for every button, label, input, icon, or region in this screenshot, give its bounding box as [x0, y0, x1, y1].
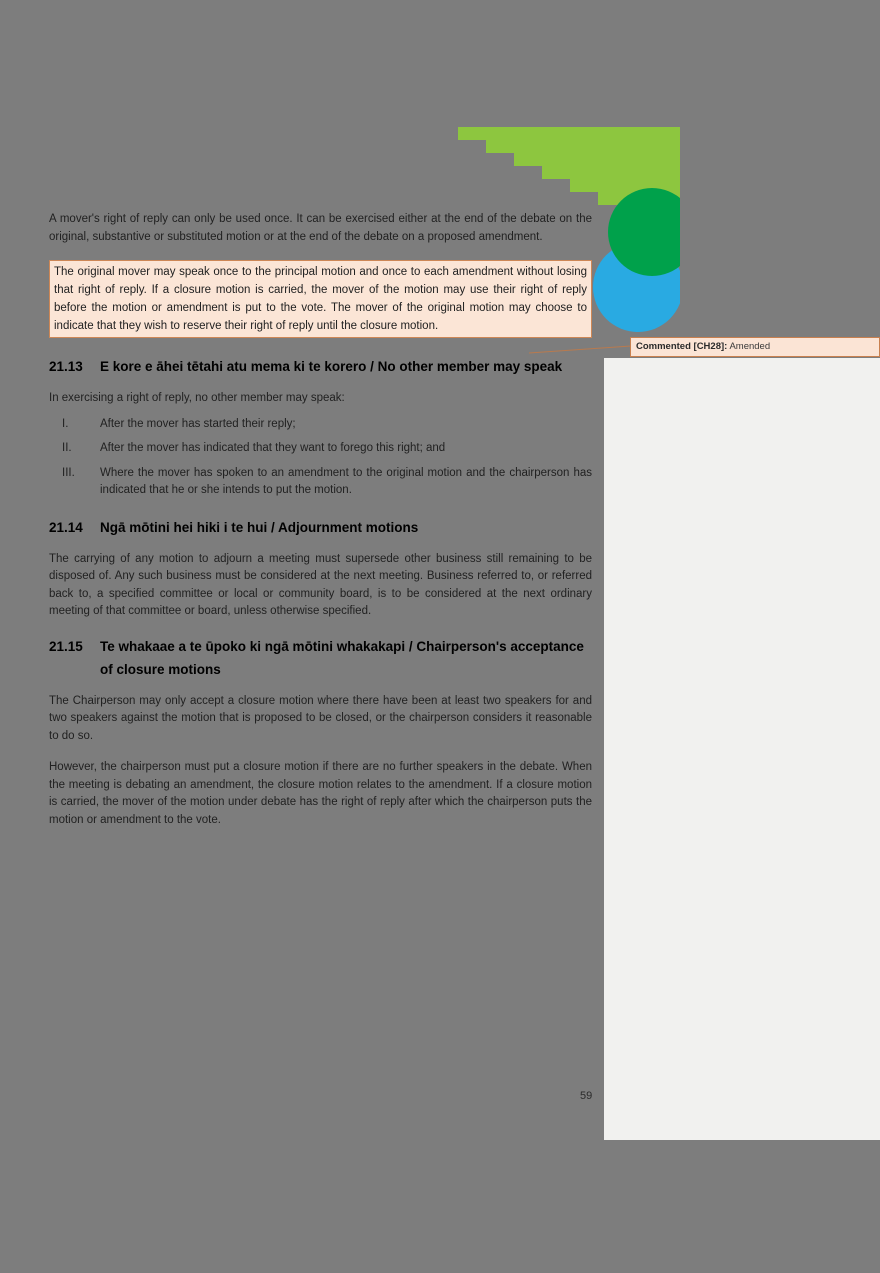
comment-text: Amended: [729, 341, 771, 352]
paragraph-closure-1: The Chairperson may only accept a closur…: [49, 694, 592, 742]
heading-21-13: 21.13 E kore e āhei tētahi atu mema ki t…: [49, 355, 592, 378]
list-item-number: III.: [62, 466, 75, 479]
list-item-number: II.: [62, 442, 72, 454]
roman-list: I. After the mover has started their rep…: [49, 416, 592, 500]
heading-number: 21.15: [49, 638, 83, 654]
green-circle-graphic: [608, 188, 680, 276]
heading-title: Ngā mōtini hei hiki i te hui / Adjournme…: [100, 519, 419, 535]
list-intro: In exercising a right of reply, no other…: [49, 392, 345, 404]
list-item: I. After the mover has started their rep…: [49, 416, 592, 434]
list-item: II. After the mover has indicated that t…: [49, 440, 592, 458]
comment-author-label: Commented [CH28]:: [636, 341, 728, 352]
paragraph-adjournment: The carrying of any motion to adjourn a …: [49, 552, 592, 618]
list-item-number: I.: [62, 417, 69, 430]
list-item-text: After the mover has started their reply;: [100, 417, 296, 430]
comment-connector-line: [528, 345, 632, 354]
heading-number: 21.13: [49, 359, 83, 374]
heading-title: Te whakaae a te ūpoko ki ngā mōtini whak…: [100, 638, 584, 677]
heading-number: 21.14: [49, 519, 83, 535]
comment-box[interactable]: Commented [CH28]: Amended: [630, 337, 880, 357]
heading-21-15: 21.15 Te whakaae a te ūpoko ki ngā mōtin…: [49, 635, 592, 681]
comment-margin-area: [604, 358, 880, 1140]
list-item-text: Where the mover has spoken to an amendme…: [100, 466, 592, 497]
paragraph-closure-2: However, the chairperson must put a clos…: [49, 761, 592, 826]
list-item: III. Where the mover has spoken to an am…: [49, 465, 592, 500]
paragraph-right-of-reply: A mover's right of reply can only be use…: [49, 213, 592, 243]
page-number: 59: [580, 1090, 593, 1102]
heading-21-14: 21.14 Ngā mōtini hei hiki i te hui / Adj…: [49, 516, 592, 539]
decorative-corner-graphic: [420, 127, 680, 360]
heading-title: E kore e āhei tētahi atu mema ki te kore…: [100, 359, 563, 374]
highlighted-paragraph[interactable]: The original mover may speak once to the…: [49, 260, 592, 338]
corner-graphic-svg: [430, 127, 680, 332]
document-content: A mover's right of reply can only be use…: [49, 211, 592, 843]
list-item-text: After the mover has indicated that they …: [100, 442, 446, 454]
